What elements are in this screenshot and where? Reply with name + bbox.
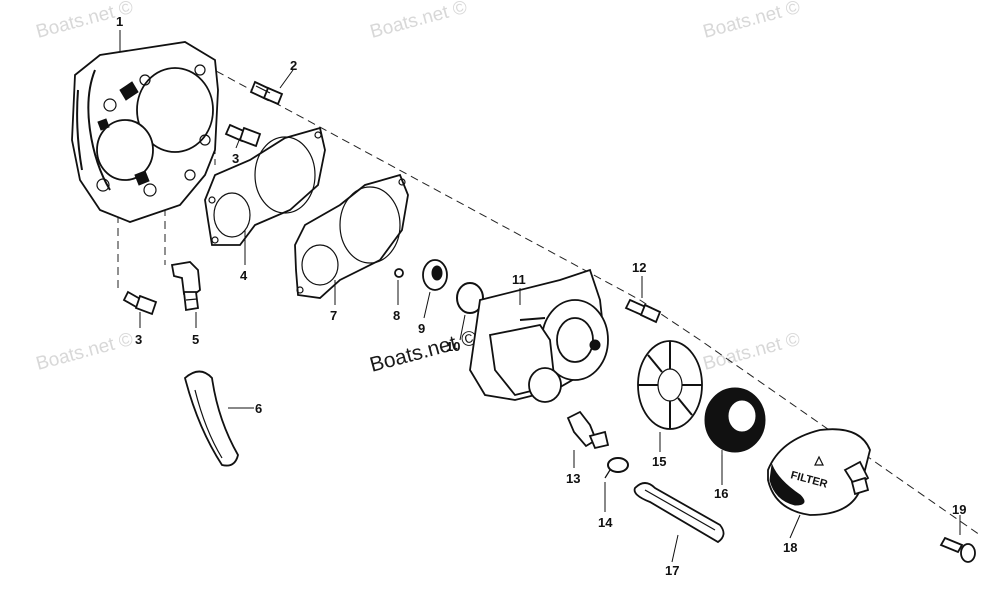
leader-10 — [459, 314, 466, 341]
leader-9 — [423, 291, 431, 319]
filter-element-16 — [704, 387, 766, 453]
screw-3-upper — [224, 123, 262, 148]
callout-14: 14 — [598, 515, 613, 530]
elbow-fitting — [170, 261, 201, 312]
callout-15: 15 — [652, 454, 666, 469]
callout-13: 13 — [566, 471, 580, 486]
callout-19: 19 — [952, 502, 966, 517]
callout-1: 1 — [116, 14, 123, 29]
leader-3-upper — [235, 137, 241, 149]
watermark-top-right: Boats.net © — [701, 0, 803, 43]
callout-9: 9 — [418, 321, 425, 336]
watermark-top-center: Boats.net © — [368, 0, 470, 43]
screw-2 — [249, 80, 284, 106]
hose-17 — [633, 482, 725, 544]
callout-5: 5 — [192, 332, 199, 347]
callout-4: 4 — [240, 268, 248, 283]
leader-17 — [671, 534, 679, 563]
callout-17: 17 — [665, 563, 679, 578]
callout-7: 7 — [330, 308, 337, 323]
clamp-14 — [604, 457, 629, 479]
screw-12 — [624, 298, 662, 324]
callout-2: 2 — [290, 58, 297, 73]
leader-18 — [789, 514, 801, 539]
callout-8: 8 — [393, 308, 400, 323]
screw-3-lower — [122, 290, 158, 316]
filter-cup-18: FILTER — [767, 428, 871, 516]
callout-12: 12 — [632, 260, 646, 275]
screw-19 — [939, 536, 976, 563]
valve-9 — [422, 259, 448, 291]
callout-10: 10 — [446, 339, 460, 354]
hose-6 — [183, 370, 239, 467]
callout-18: 18 — [783, 540, 797, 555]
leader-2 — [279, 69, 294, 89]
watermark-mid-left: Boats.net © — [34, 329, 136, 375]
pump-cover — [71, 41, 219, 223]
callout-6: 6 — [255, 401, 262, 416]
callout-3-upper: 3 — [232, 151, 239, 166]
diaphragm-15 — [637, 340, 703, 430]
pump-housing — [469, 268, 609, 403]
gasket-7 — [294, 173, 409, 299]
o-ring-10 — [456, 282, 484, 314]
gasket-4 — [204, 126, 326, 246]
callout-16: 16 — [714, 486, 728, 501]
nut-8 — [394, 268, 404, 278]
callout-11: 11 — [512, 272, 526, 287]
fitting-13 — [566, 410, 610, 450]
assembly-axis-line — [204, 64, 981, 536]
callout-3-lower: 3 — [135, 332, 142, 347]
